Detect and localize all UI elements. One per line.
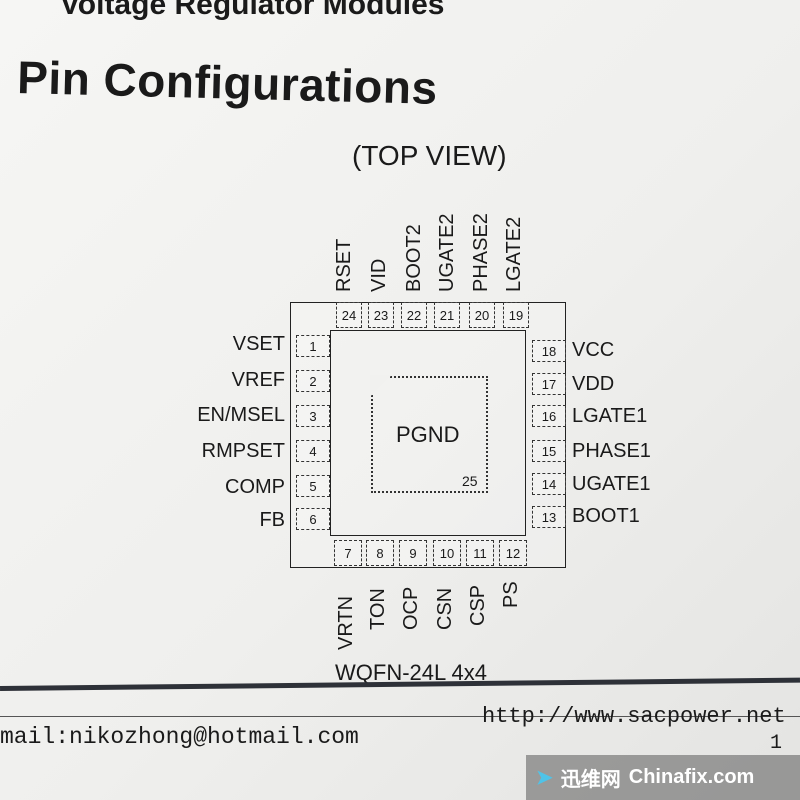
pin-label: LGATE2	[503, 216, 525, 292]
pin-label: VDD	[572, 373, 615, 395]
watermark-site: Chinafix.com	[628, 766, 755, 788]
pin-label: VSET	[232, 333, 285, 355]
pin-pad: 18	[532, 340, 566, 362]
exposed-pad-label: PGND	[396, 422, 460, 447]
footer-email: mail:nikozhong@hotmail.com	[0, 724, 359, 750]
pin-label: VCC	[572, 339, 615, 361]
pin-pad: 5	[296, 475, 330, 497]
pin-pad: 6	[296, 508, 330, 530]
pin-label: UGATE2	[436, 213, 458, 292]
pin-pad: 20	[469, 302, 495, 328]
watermark: ➤ 迅维网 Chinafix.com	[526, 755, 800, 800]
pin-pad: 4	[296, 440, 330, 462]
watermark-logo-icon: ➤	[536, 767, 553, 789]
view-label: (TOP VIEW)	[352, 140, 507, 171]
pin-pad: 22	[401, 302, 427, 328]
pin-pad: 2	[296, 370, 330, 392]
pin-pad: 15	[532, 440, 566, 462]
pin-label: OCP	[400, 586, 422, 630]
pin-label: VREF	[231, 369, 285, 391]
pin-label: CSP	[467, 584, 489, 626]
exposed-pad-number: 25	[462, 473, 478, 489]
pin-label: CSN	[434, 587, 456, 630]
pin-pad: 13	[532, 506, 566, 528]
pin-label: TON	[367, 588, 389, 630]
pin-label: PHASE1	[572, 440, 651, 462]
pin-pad: 19	[503, 302, 529, 328]
footer-thin-rule	[0, 716, 800, 717]
pin-pad: 17	[532, 373, 566, 395]
watermark-cn-text: 迅维网	[560, 769, 621, 791]
pin-pad: 11	[466, 540, 494, 566]
pin-label: VRTN	[335, 595, 357, 650]
page-number: 1	[770, 732, 783, 755]
pin-pad: 10	[433, 540, 461, 566]
pin-label: PS	[500, 581, 522, 608]
pin-pad: 3	[296, 405, 330, 427]
header-cutoff-text: Voltage Regulator Modules	[60, 0, 445, 21]
pin-label: EN/MSEL	[197, 404, 285, 426]
pin-label: VID	[368, 258, 390, 292]
pin-pad: 16	[532, 405, 566, 427]
pin-pad: 8	[366, 540, 394, 566]
exposed-pad-notch	[370, 375, 392, 397]
exposed-pad	[371, 376, 488, 493]
pin-label: RMPSET	[201, 440, 285, 462]
pin-pad: 7	[334, 540, 362, 566]
pin-label: BOOT2	[403, 224, 425, 292]
pin-label: PHASE2	[470, 213, 492, 292]
pin-label: FB	[259, 509, 285, 531]
pin-label: LGATE1	[572, 405, 648, 427]
pin-pad: 12	[499, 540, 527, 566]
pin-label: COMP	[225, 476, 285, 498]
pin-pad: 21	[434, 302, 460, 328]
pin-pad: 23	[368, 302, 394, 328]
pin-pad: 14	[532, 473, 566, 495]
pin-pad: 9	[399, 540, 427, 566]
pin-label: BOOT1	[572, 505, 640, 527]
pin-label: UGATE1	[572, 473, 651, 495]
page-title: Pin Configurations	[16, 50, 439, 114]
pin-pad: 24	[336, 302, 362, 328]
pin-pad: 1	[296, 335, 330, 357]
ic-package-outline	[290, 302, 566, 568]
footer-url: http://www.sacpower.net	[482, 704, 786, 729]
ic-die-outline	[330, 330, 526, 536]
pin-label: RSET	[333, 238, 355, 292]
